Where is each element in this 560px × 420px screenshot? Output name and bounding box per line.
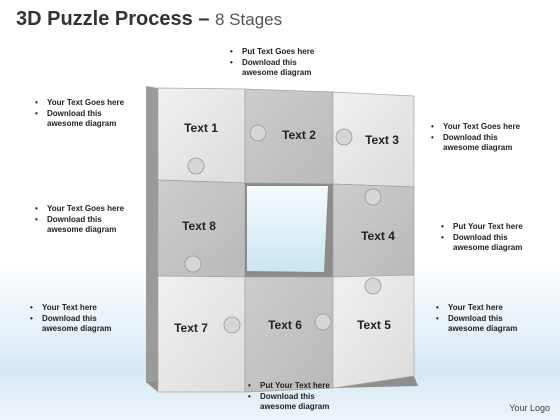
knob-2-3 <box>335 128 353 146</box>
note-left-middle-line-3: awesome diagram <box>47 225 117 234</box>
knob-1-8 <box>187 157 205 175</box>
note-top-line-2: Download this <box>230 58 314 69</box>
piece-label-3: Text 3 <box>365 133 399 147</box>
note-left-middle-line-1: Your Text Goes here <box>35 204 124 215</box>
knob-7-6 <box>223 316 241 334</box>
piece-label-8: Text 8 <box>182 219 216 233</box>
note-right-bottom-line-3: awesome diagram <box>448 324 518 333</box>
note-right-bottom-line-2: Download this <box>436 314 517 325</box>
left-side-face <box>146 86 158 392</box>
note-right-middle-line-3: awesome diagram <box>453 243 523 252</box>
note-left-bottom-line-1: Your Text here <box>30 303 111 314</box>
title-subtitle: 8 Stages <box>215 10 283 29</box>
knob-3-4 <box>364 188 382 206</box>
note-top: Put Text Goes here Download this awesome… <box>230 47 314 79</box>
note-left-middle-line-2: Download this <box>35 215 124 226</box>
piece-5 <box>332 274 415 389</box>
note-bottom-line-3: awesome diagram <box>260 402 330 411</box>
piece-label-6: Text 6 <box>268 318 302 332</box>
note-right-middle-line-2: Download this <box>441 233 523 244</box>
note-left-top-line-1: Your Text Goes here <box>35 98 124 109</box>
note-bottom: Put Your Text here Download this awesome… <box>248 381 330 413</box>
note-right-top-line-2: Download this <box>431 133 520 144</box>
note-left-bottom: Your Text here Download this awesome dia… <box>30 303 111 335</box>
title-main: 3D Puzzle Process <box>16 8 193 30</box>
note-left-bottom-line-2: Download this <box>30 314 111 325</box>
note-left-top-line-3: awesome diagram <box>47 119 117 128</box>
note-right-top-line-1: Your Text Goes here <box>431 122 520 133</box>
piece-label-7: Text 7 <box>174 321 208 335</box>
note-top-line-1: Put Text Goes here <box>230 47 314 58</box>
piece-label-4: Text 4 <box>361 229 395 243</box>
note-bottom-line-1: Put Your Text here <box>248 381 330 392</box>
piece-6 <box>244 276 334 393</box>
logo-placeholder: Your Logo <box>509 403 550 413</box>
knob-4-5 <box>364 277 382 295</box>
note-right-top: Your Text Goes here Download this awesom… <box>431 122 520 154</box>
knob-1-2 <box>249 124 267 142</box>
note-right-middle-line-1: Put Your Text here <box>441 222 523 233</box>
note-left-bottom-line-3: awesome diagram <box>42 324 112 333</box>
note-left-top: Your Text Goes here Download this awesom… <box>35 98 124 130</box>
knob-8-7 <box>184 255 202 273</box>
note-top-line-3: awesome diagram <box>242 68 312 77</box>
piece-label-2: Text 2 <box>282 128 316 142</box>
note-right-middle: Put Your Text here Download this awesome… <box>441 222 523 254</box>
note-left-top-line-2: Download this <box>35 109 124 120</box>
piece-label-1: Text 1 <box>184 121 218 135</box>
knob-6-5 <box>314 313 332 331</box>
piece-label-5: Text 5 <box>357 318 391 332</box>
center-hole <box>247 186 328 272</box>
note-left-middle: Your Text Goes here Download this awesom… <box>35 204 124 236</box>
note-bottom-line-2: Download this <box>248 392 330 403</box>
note-right-bottom-line-1: Your Text here <box>436 303 517 314</box>
page-title: 3D Puzzle Process – 8 Stages <box>16 8 282 31</box>
title-dash: – <box>198 8 210 30</box>
note-right-bottom: Your Text here Download this awesome dia… <box>436 303 517 335</box>
note-right-top-line-3: awesome diagram <box>443 143 513 152</box>
